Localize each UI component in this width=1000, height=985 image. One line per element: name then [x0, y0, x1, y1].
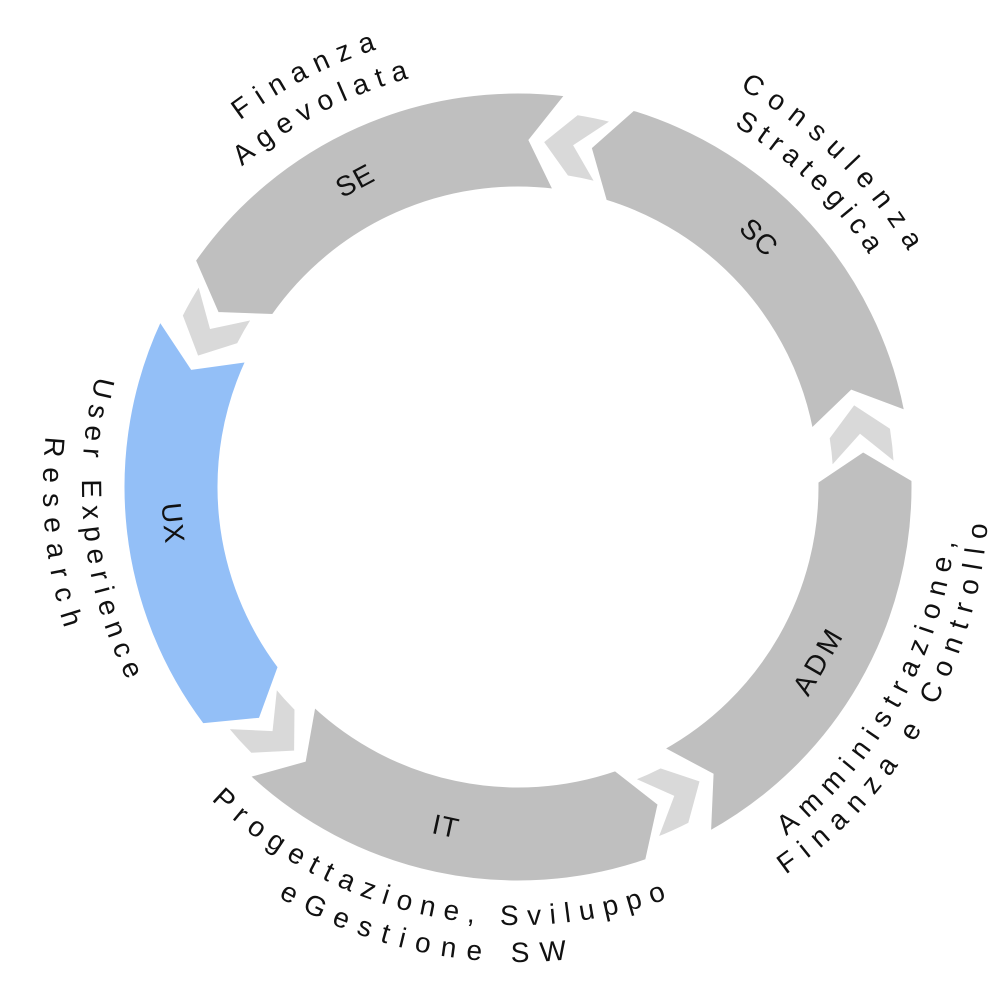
segment-arrow-ux: [121, 317, 281, 727]
segment-arrow-adm: [659, 448, 915, 836]
segment-code-it: IT: [429, 808, 462, 844]
connector-chevron-after-ux: [223, 683, 298, 756]
segment-arrow-sc: [588, 107, 908, 433]
connector-chevron-after-sc: [540, 112, 617, 186]
connector-chevron-after-adm: [826, 401, 897, 472]
segment-arrow-it: [245, 702, 661, 884]
arrows-layer: [121, 90, 915, 884]
segment-code-ux: UX: [155, 501, 190, 545]
connector-chevron-after-it: [629, 765, 704, 842]
segment-arrow-se: [192, 90, 569, 318]
connector-chevron-after-se: [179, 280, 257, 360]
connectors-layer: [179, 112, 897, 842]
